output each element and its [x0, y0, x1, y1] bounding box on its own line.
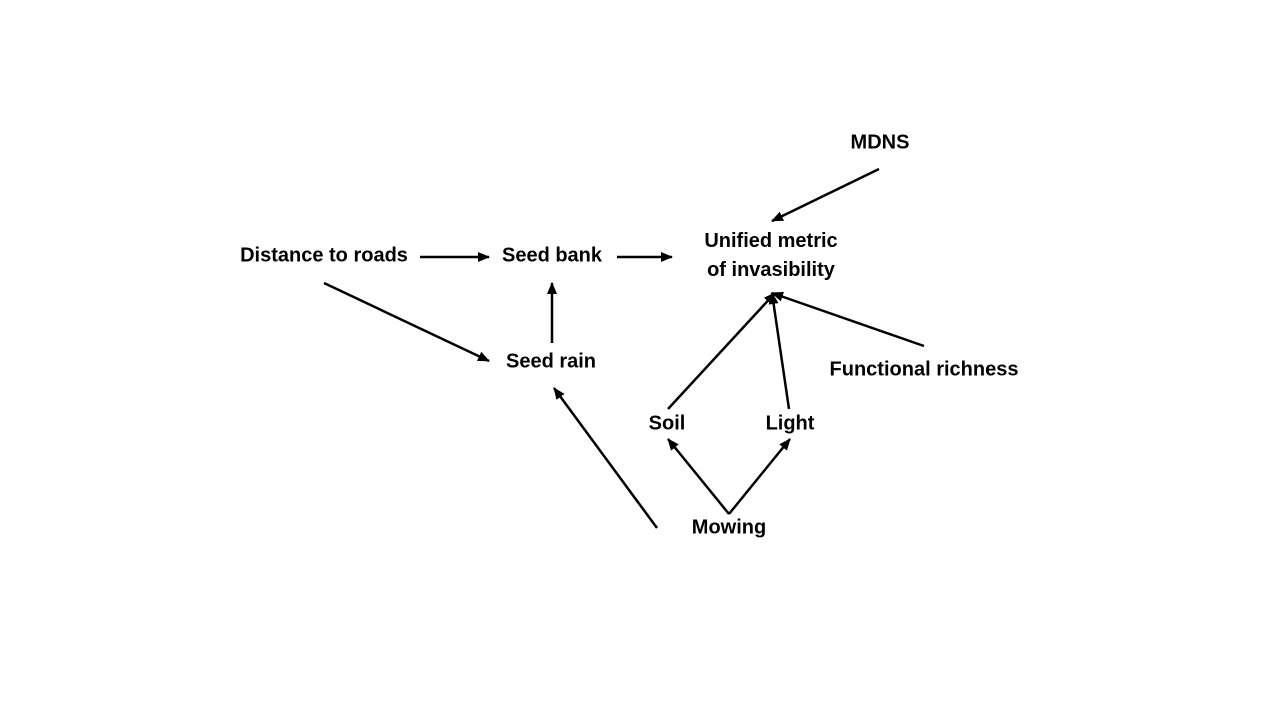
arrow-functional-richness-to-unified-metric	[771, 291, 925, 348]
node-seed-rain: Seed rain	[505, 350, 597, 373]
node-mdns: MDNS	[850, 131, 910, 154]
arrow-distance-to-roads-to-seed-rain	[323, 281, 490, 363]
node-light: Light	[765, 412, 815, 435]
arrow-mdns-to-unified-metric	[771, 167, 880, 223]
arrow-mowing-to-seed-rain	[552, 387, 659, 529]
node-mowing: Mowing	[691, 516, 767, 539]
node-unified-metric-of-invasibility: Unified metric of invasibility	[704, 227, 837, 285]
node-soil: Soil	[648, 412, 686, 435]
node-unified-metric-line-1: Unified metric	[704, 230, 838, 252]
node-distance-to-roads: Distance to roads	[240, 244, 408, 267]
node-seed-bank: Seed bank	[501, 244, 603, 267]
node-unified-metric-line-2: of invasibility	[707, 259, 835, 281]
arrow-light-to-unified-metric	[768, 292, 791, 410]
arrow-mowing-to-soil	[667, 438, 730, 515]
arrow-soil-to-unified-metric	[667, 292, 776, 410]
arrow-mowing-to-light	[728, 438, 791, 515]
node-functional-richness: Functional richness	[829, 358, 1019, 381]
